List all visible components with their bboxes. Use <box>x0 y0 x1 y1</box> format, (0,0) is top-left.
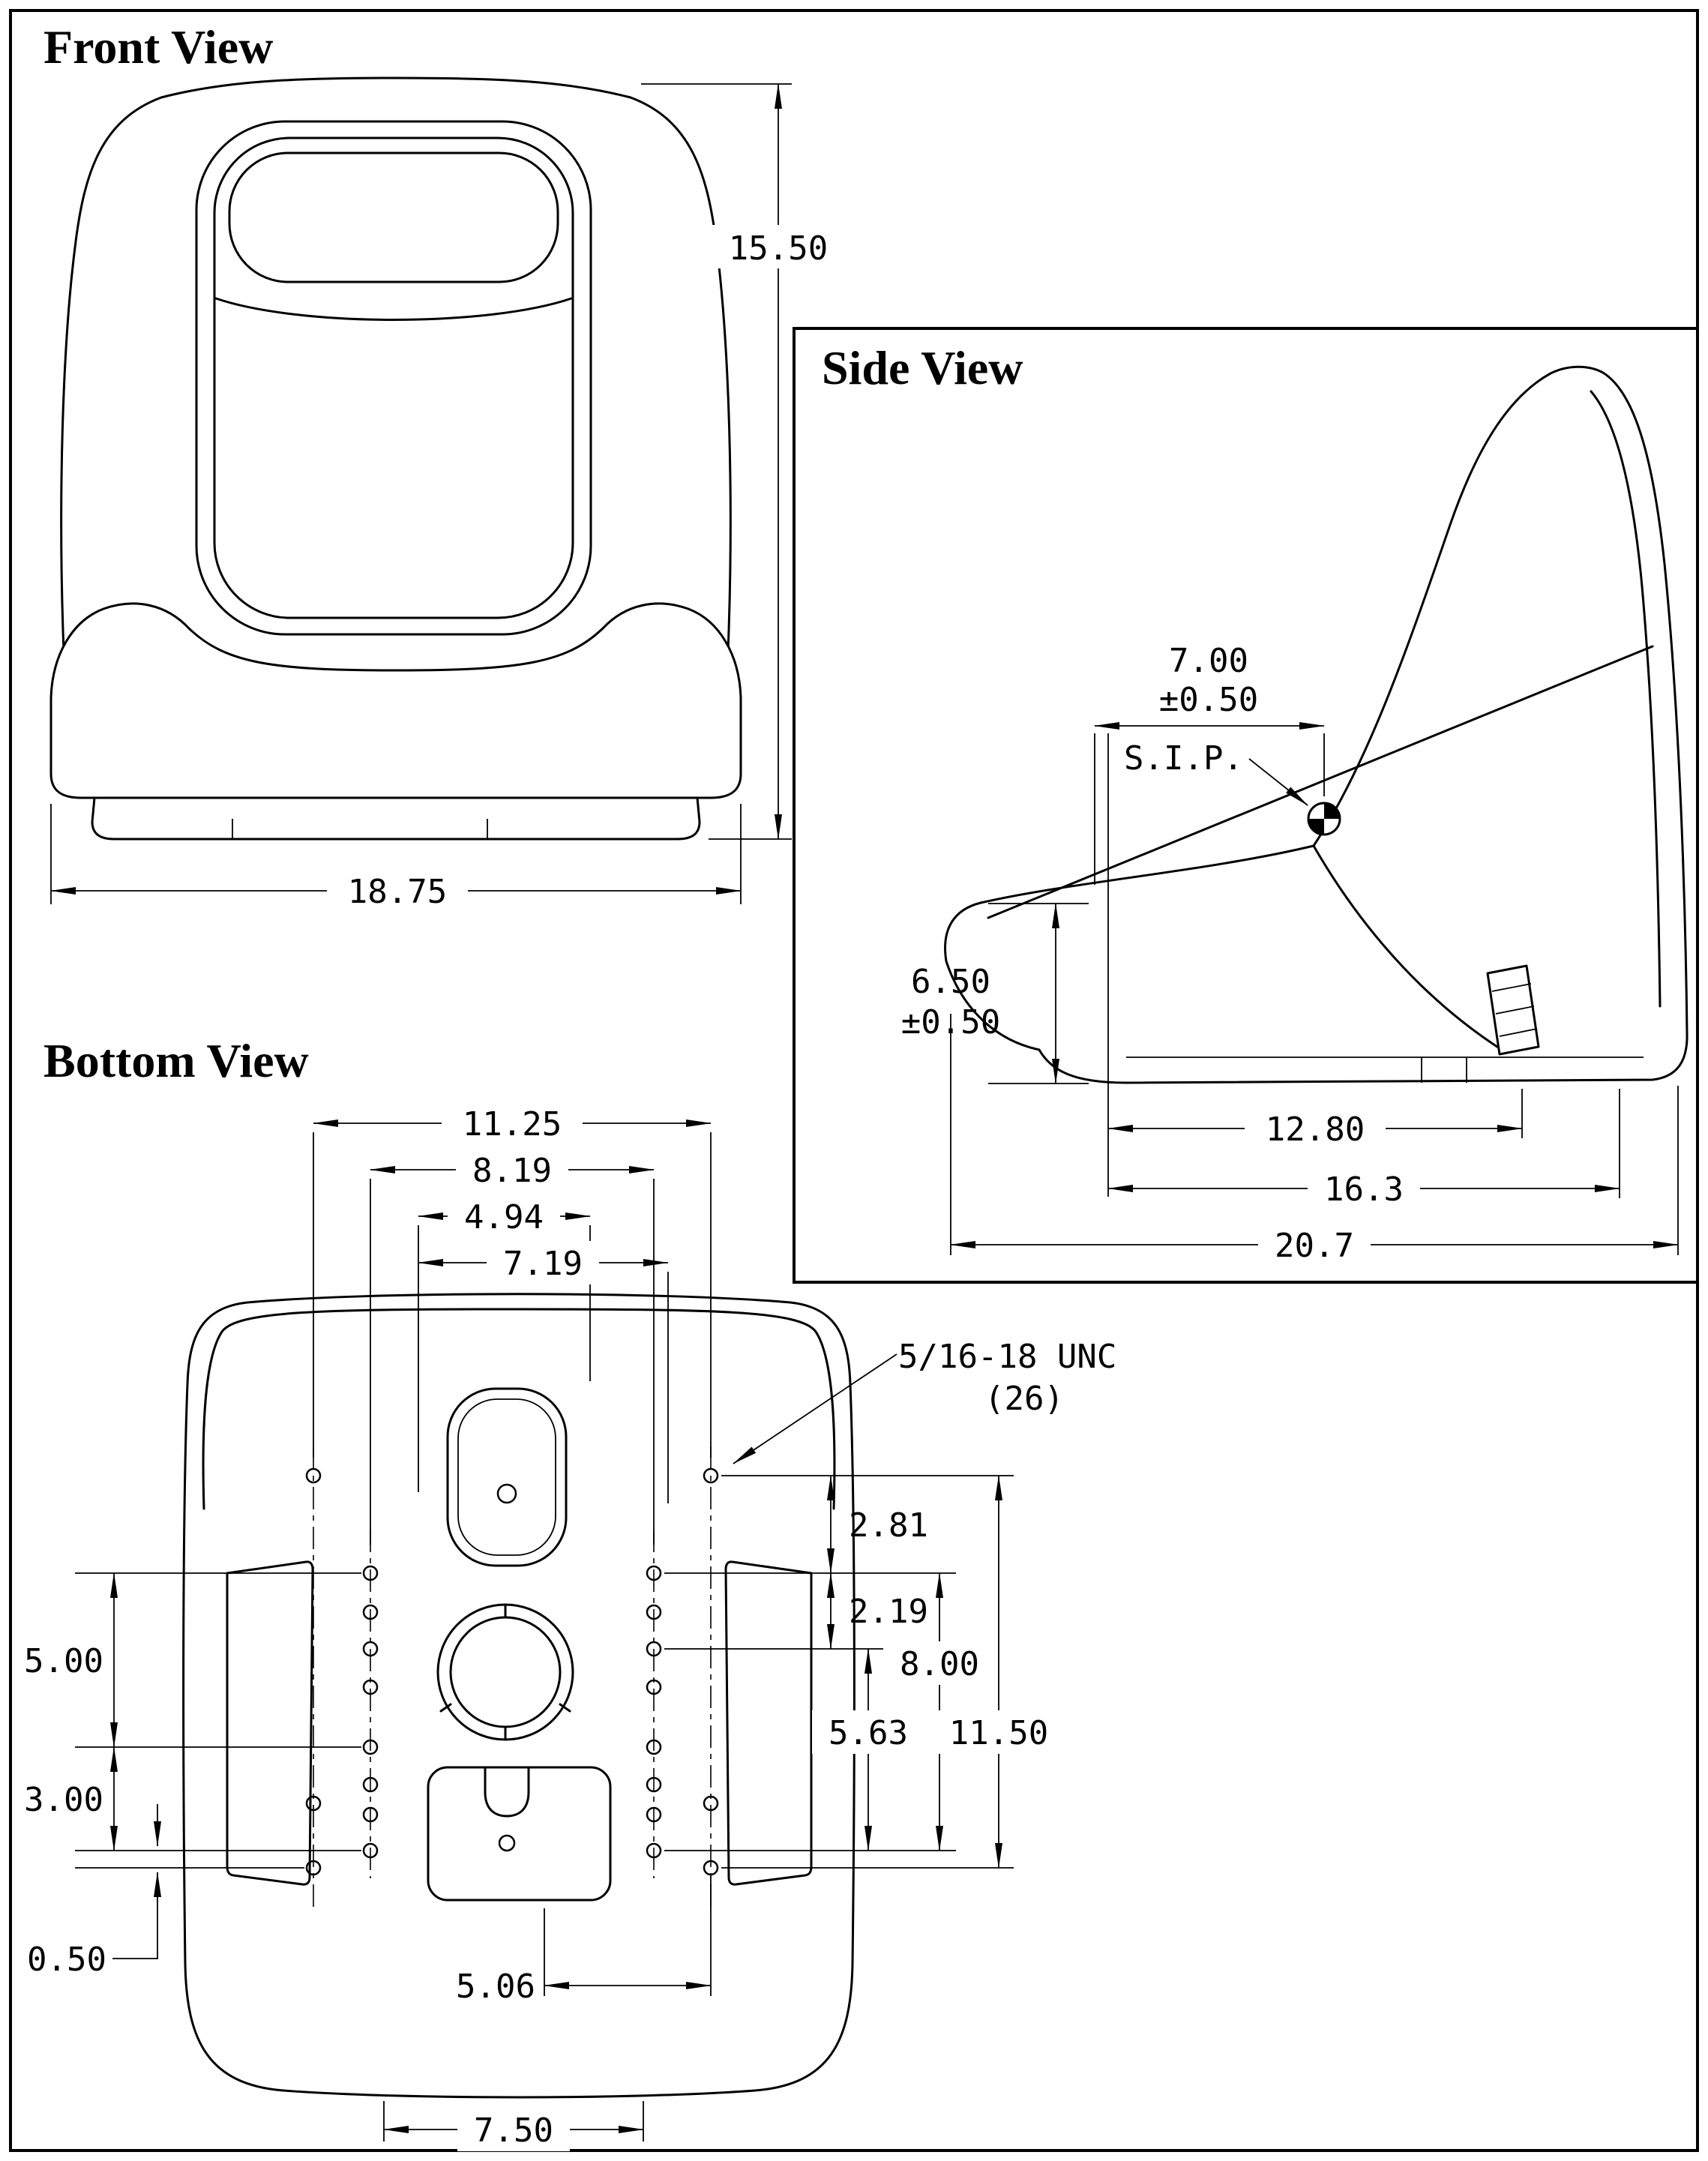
bottom-right-recess <box>724 1560 813 1886</box>
ext-line <box>988 903 1089 1084</box>
center-opening-notches <box>439 1603 571 1741</box>
dim-text-bg <box>883 1641 996 1685</box>
dim-top-2: 8.19 <box>472 1152 552 1190</box>
bottom-inner-top-line <box>202 1308 836 1510</box>
dim-text-bg <box>933 1710 1065 1754</box>
front-backrest-inset-inner <box>213 136 574 619</box>
dim-left-2: 3.00 <box>24 1781 103 1819</box>
front-base-ticks <box>232 819 488 839</box>
dim-bottom-1: 5.06 <box>456 1968 535 2006</box>
side-profile-outline <box>944 365 1689 1084</box>
bottom-left-recess <box>226 1560 314 1886</box>
thread-qty: (26) <box>984 1380 1064 1418</box>
dim-front-width: 18.75 <box>348 873 447 911</box>
side-view-title: Side View <box>822 341 1023 394</box>
dim-text-bg <box>708 225 849 268</box>
ext-line <box>544 1876 712 1996</box>
mounting-holes <box>305 1467 719 1876</box>
dim-text-bg <box>487 1241 599 1284</box>
front-backrest-outline <box>60 76 732 740</box>
bottom-top-slot <box>446 1387 568 1567</box>
side-view: Side View 7.00 ±0.50 S.I.P. 6.50 ±0.50 <box>822 341 1689 1266</box>
front-view: Front View 15.50 18.75 <box>43 20 849 913</box>
side-seat-drawing <box>944 365 1689 1084</box>
dim-text-bg <box>442 1101 583 1145</box>
bottom-top-slot-inner <box>457 1398 556 1556</box>
ext-line <box>370 1179 655 1545</box>
dim-right-1: 2.81 <box>849 1506 928 1545</box>
slot-hole <box>496 1483 517 1504</box>
front-pad-divider <box>214 297 573 321</box>
dim-text-bg <box>1258 1223 1371 1266</box>
dim-arrow-left-3-lower <box>112 1872 161 1959</box>
plate-hole <box>498 1834 516 1852</box>
dim-text-bg <box>457 2108 570 2151</box>
front-seat-drawing <box>49 76 742 841</box>
dim-depth-2: 16.3 <box>1324 1170 1404 1209</box>
dim-depth-1: 12.80 <box>1266 1110 1365 1149</box>
side-backrest-inner-line <box>1590 390 1662 1008</box>
bottom-plate <box>427 1766 612 1902</box>
side-pan-seam-line <box>987 645 1654 919</box>
ext-line <box>950 733 1679 1255</box>
dim-text-bg <box>1245 1107 1386 1150</box>
dim-top-3: 4.94 <box>464 1198 544 1236</box>
dim-right-5: 11.50 <box>949 1714 1048 1752</box>
dim-text-bg <box>327 869 468 913</box>
front-dimensions: 15.50 18.75 <box>50 83 849 913</box>
sip-label: S.I.P. <box>1124 739 1243 778</box>
dim-sip-horizontal-tol: ±0.50 <box>1159 681 1258 719</box>
ext-line <box>313 1132 712 1458</box>
dim-right-3: 8.00 <box>900 1645 979 1683</box>
ext-line <box>1094 733 1325 885</box>
thread-note: 5/16-18 UNC <box>898 1338 1116 1376</box>
bottom-view-title: Bottom View <box>43 1034 309 1087</box>
sip-leader <box>1248 758 1308 806</box>
dim-text-bg <box>812 1710 924 1754</box>
sip-quadrant <box>1308 819 1324 835</box>
dim-depth-3: 20.7 <box>1275 1227 1354 1265</box>
mounting-hole-centerlines <box>313 1447 712 1912</box>
ext-line <box>664 1475 1014 1869</box>
center-opening-inner <box>449 1616 562 1728</box>
dim-left-1: 5.00 <box>24 1642 103 1680</box>
sip-target-icon <box>1307 802 1341 836</box>
dim-sip-horizontal: 7.00 <box>1169 642 1248 680</box>
ext-line <box>75 1572 361 1869</box>
center-opening-outer <box>436 1603 574 1741</box>
side-cushion-rear-line <box>1312 844 1506 1053</box>
dim-text-bg <box>448 1194 560 1238</box>
sip-quadrant <box>1324 803 1340 819</box>
bottom-view: Bottom View <box>24 1034 1116 2151</box>
dim-left-3: 0.50 <box>27 1941 106 1979</box>
front-headrest-pad <box>228 151 559 283</box>
bottom-seat-drawing <box>182 1293 855 2099</box>
dim-bottom-2: 7.50 <box>474 2112 553 2150</box>
front-view-title: Front View <box>43 20 273 73</box>
dim-text-bg <box>1308 1167 1420 1210</box>
side-bracket-hatch <box>1491 983 1538 1037</box>
ext-line <box>383 2101 644 2142</box>
dim-right-4: 5.63 <box>829 1714 908 1752</box>
side-base-rail <box>1126 1057 1644 1083</box>
side-dimensions: 7.00 ±0.50 S.I.P. 6.50 ±0.50 12.80 16.3 … <box>901 642 1679 1266</box>
dim-right-2: 2.19 <box>849 1593 928 1631</box>
bottom-plate-notch <box>484 1766 530 1818</box>
front-base-lip <box>91 796 701 841</box>
front-cushion-outline <box>49 602 742 799</box>
front-backrest-inset <box>195 120 592 636</box>
bottom-dimensions: 11.25 8.19 4.94 7.19 5/16-18 UNC (26) 2.… <box>24 1101 1116 2151</box>
bottom-outline <box>182 1293 855 2099</box>
dim-cushion-height: 6.50 <box>911 963 990 1001</box>
dim-top-4: 7.19 <box>503 1245 583 1283</box>
thread-leader <box>733 1353 897 1464</box>
dim-top-1: 11.25 <box>463 1105 562 1143</box>
dim-text-bg <box>456 1148 568 1191</box>
dim-front-height: 15.50 <box>729 229 828 268</box>
